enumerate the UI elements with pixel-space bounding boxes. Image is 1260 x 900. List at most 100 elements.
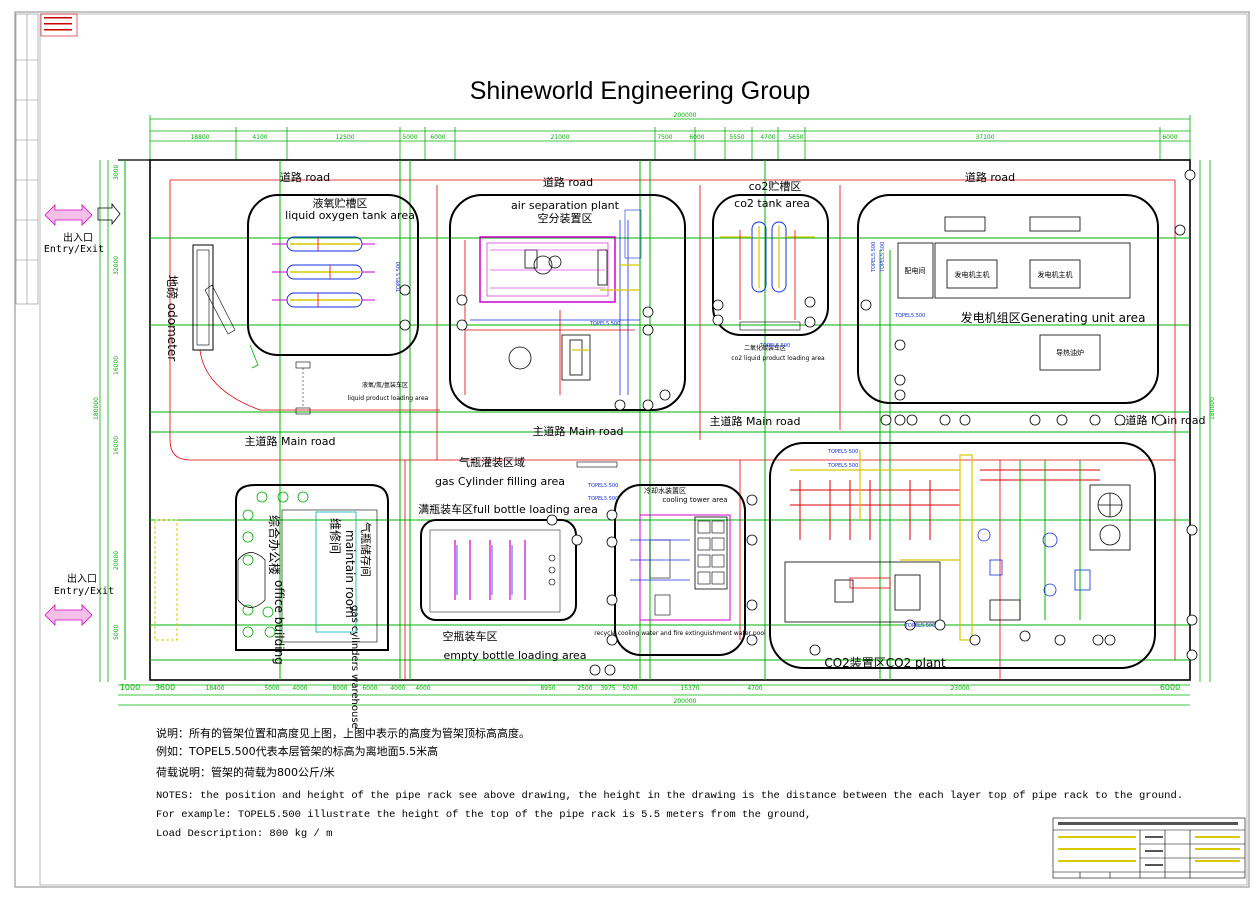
svg-text:TOPEL5.500: TOPEL5.500 [396, 262, 402, 293]
svg-text:4000: 4000 [292, 685, 307, 692]
entry-en-bottom: Entry/Exit [54, 586, 114, 597]
svg-text:20000: 20000 [113, 551, 120, 570]
liquid-oxygen-tank-area: 液氧贮槽区 liquid oxygen tank area [247, 194, 419, 356]
cyl-label-en: gas Cylinder filling area [435, 475, 565, 488]
generating-unit-area: 配电间 发电机主机 发电机主机 发电机组区Generating unit are… [857, 194, 1159, 404]
svg-text:4700: 4700 [747, 685, 762, 692]
warehouse-label-en: gas cylinders warehouse [349, 605, 360, 729]
road-label-left: 道路 road [280, 170, 330, 184]
svg-text:6000: 6000 [1160, 683, 1180, 692]
genset-2 [1029, 259, 1081, 289]
svg-text:TOPEL5.500: TOPEL5.500 [827, 463, 858, 469]
weighbridge: 地磅 odometer [165, 244, 259, 369]
power-room [897, 242, 934, 299]
road-centerlines [150, 179, 1176, 680]
entry-gate-top: 出入口 Entry/Exit [44, 202, 121, 255]
co2tank-label-cn: co2贮槽区 [749, 180, 802, 193]
pipe-rack-markers [399, 169, 1198, 676]
empty-label-en: empty bottle loading area [444, 649, 587, 662]
svg-text:6000: 6000 [1162, 134, 1177, 141]
svg-text:导热油炉: 导热油炉 [1056, 348, 1084, 357]
note-line-3: 荷载说明：管架的荷载为800公斤/米 [156, 765, 335, 779]
svg-text:4700: 4700 [760, 134, 775, 141]
svg-text:180000: 180000 [93, 397, 100, 420]
stamp-lines [44, 17, 72, 31]
office-building-area: 综合办公楼 office building 维修间 maintain room … [235, 484, 389, 729]
loading-label-en: liquid product loading area [348, 395, 429, 402]
cyl-label-cn: 气瓶灌装区域 [459, 455, 525, 469]
gen-area-label: 发电机组区Generating unit area [961, 310, 1146, 325]
svg-text:5650: 5650 [788, 134, 803, 141]
svg-text:2500: 2500 [577, 685, 592, 692]
svg-text:TOPEL5.500: TOPEL5.500 [871, 242, 877, 273]
svg-text:配电间: 配电间 [905, 266, 926, 275]
svg-text:18400: 18400 [205, 685, 224, 692]
maint-label-cn: 维修间 [328, 518, 343, 554]
main-road-label-1: 主道路 Main road [245, 434, 336, 448]
full-bottle-label: 满瓶装车区full bottle loading area [418, 502, 598, 516]
sheet-outer-border [14, 11, 1250, 888]
liquid-product-loading-area: 液氧/氮/氩装车区 liquid product loading area [295, 361, 429, 415]
svg-text:12500: 12500 [335, 134, 354, 141]
svg-text:TOPEL5.500: TOPEL5.500 [894, 313, 925, 319]
svg-text:16000: 16000 [113, 436, 120, 455]
note-line-1: 说明：所有的管架位置和高度见上图，上图中表示的高度为管架顶标高高度。 [156, 726, 530, 740]
svg-text:200000: 200000 [674, 698, 697, 705]
svg-text:200000: 200000 [674, 112, 697, 119]
co2loading-label-cn: 二氧化碳装车区 [744, 344, 786, 352]
road-labels: 道路 road 道路 road 道路 road 主道路 Main road 主道… [245, 170, 1206, 448]
svg-text:21000: 21000 [550, 134, 569, 141]
note-line-4: NOTES: the position and height of the pi… [156, 790, 1183, 802]
note-line-6: Load Description: 800 kg / m [156, 828, 332, 840]
svg-text:16000: 16000 [113, 356, 120, 375]
cooling-label-cn: 冷却水装置区 [644, 486, 686, 495]
svg-text:5000: 5000 [113, 625, 120, 640]
title-block-marks [1058, 822, 1240, 866]
svg-text:4000: 4000 [415, 685, 430, 692]
svg-text:5550: 5550 [729, 134, 744, 141]
entry-gate-bottom: 出入口 Entry/Exit [44, 572, 114, 626]
svg-text:8950: 8950 [540, 685, 555, 692]
genset-1 [946, 259, 998, 289]
gas-cylinder-filling-area: 气瓶灌装区域 gas Cylinder filling area 满瓶装车区fu… [418, 455, 618, 662]
site-boundary [149, 159, 1191, 681]
entry-en-top: Entry/Exit [44, 244, 104, 255]
parking-area [154, 519, 178, 641]
svg-text:6000: 6000 [689, 134, 704, 141]
co2-plant-area: CO2装置区CO2 plant [769, 442, 1156, 670]
svg-text:6000: 6000 [362, 685, 377, 692]
svg-text:1000: 1000 [120, 683, 140, 692]
co2loading-label-en: co2 liquid product loading area [731, 355, 825, 362]
svg-text:TOPEL5.500: TOPEL5.500 [759, 343, 790, 349]
air-separation-plant: air separation plant 空分装置区 [449, 194, 686, 411]
svg-text:TOPEL5.500: TOPEL5.500 [587, 483, 618, 489]
svg-text:7500: 7500 [657, 134, 672, 141]
cooling-tower-area: 冷却水装置区 cooling tower area recycle coolin… [594, 484, 766, 656]
entry-cn-top: 出入口 [63, 231, 93, 244]
road-label-mid: 道路 road [543, 175, 593, 189]
weighbridge-label: 地磅 odometer [165, 275, 180, 361]
svg-text:15370: 15370 [680, 685, 699, 692]
svg-text:3000: 3000 [113, 165, 120, 180]
dimension-lines [99, 115, 1211, 706]
main-road-label-2: 主道路 Main road [533, 424, 624, 438]
lox-label-cn: 液氧贮槽区 [313, 196, 368, 210]
cooling-label-en: cooling tower area [662, 496, 727, 504]
maint-label-en: maintain room [343, 530, 357, 618]
co2-plant-label: CO2装置区CO2 plant [824, 656, 946, 670]
svg-text:3600: 3600 [155, 683, 175, 692]
warehouse-label-cn: 气瓶储存间 [359, 522, 373, 577]
empty-label-cn: 空瓶装车区 [443, 629, 498, 643]
note-line-5: For example: TOPEL5.500 illustrate the h… [156, 809, 811, 821]
svg-text:TOPEL5.500: TOPEL5.500 [827, 449, 858, 455]
svg-text:TOPEL5.500: TOPEL5.500 [589, 321, 620, 327]
bottom-dimension-text: 1000 3600 18400 5000 4000 8000 6000 4000… [120, 683, 1180, 705]
co2tank-label-en: co2 tank area [734, 197, 810, 210]
asu-label-cn: 空分装置区 [538, 211, 593, 225]
svg-text:5000: 5000 [264, 685, 279, 692]
asu-label-en: air separation plant [511, 199, 620, 212]
binding-strip [15, 13, 39, 305]
svg-text:6000: 6000 [430, 134, 445, 141]
svg-text:18800: 18800 [190, 134, 209, 141]
